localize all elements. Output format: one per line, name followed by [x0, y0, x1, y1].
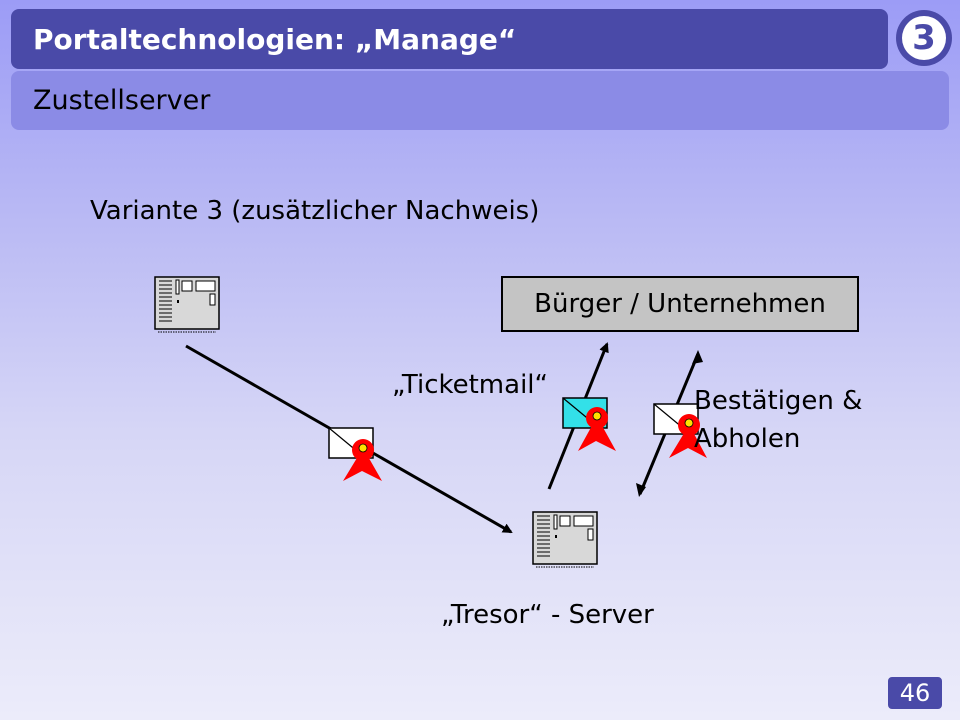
section-badge: 3: [896, 10, 952, 66]
sender-server-icon: [154, 276, 220, 333]
citizen-box: Bürger / Unternehmen: [501, 276, 859, 332]
diagram-heading: Variante 3 (zusätzlicher Nachweis): [90, 196, 540, 226]
section-badge-number: 3: [902, 16, 946, 60]
confirm-fetch-arrowhead-down: [636, 483, 646, 497]
confirm-label-line1: Bestätigen &: [694, 386, 863, 416]
seal-icon: [669, 414, 707, 458]
confirm-label-line2: Abholen: [694, 424, 801, 454]
confirm-fetch-arrowhead-up: [692, 350, 703, 364]
tresor-label: „Tresor“ - Server: [441, 600, 654, 630]
subtitle-bar: Zustellserver: [11, 71, 949, 130]
seal-icon: [343, 439, 382, 481]
slide-subtitle: Zustellserver: [33, 85, 211, 116]
ticketmail-label: „Ticketmail“: [392, 370, 548, 400]
seal-icon: [578, 407, 616, 451]
title-bar: Portaltechnologien: „Manage“: [11, 9, 888, 69]
page-number: 46: [888, 677, 942, 709]
tresor-server-icon: [532, 511, 598, 568]
slide-title: Portaltechnologien: „Manage“: [33, 23, 517, 56]
